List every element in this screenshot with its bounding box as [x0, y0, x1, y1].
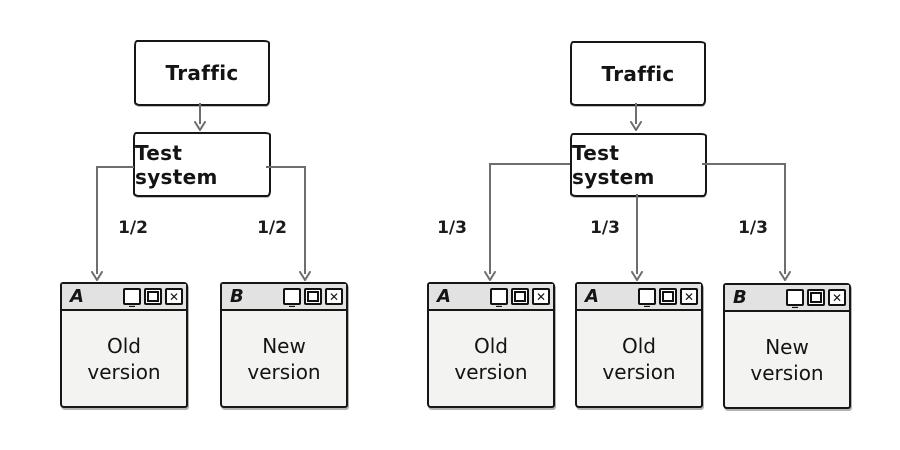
close-icon: ✕	[168, 289, 180, 304]
maximize-button	[511, 288, 529, 305]
app-window-old-version: A _ ✕ Old version	[427, 282, 555, 408]
window-body: Old version	[62, 311, 186, 406]
maximize-button	[304, 288, 322, 305]
test-system-box: Test system	[570, 133, 707, 197]
connector-line	[96, 166, 134, 168]
close-button: ✕	[828, 289, 846, 306]
window-title-letter: A	[70, 285, 84, 307]
connector-line	[636, 194, 638, 274]
minimize-button: _	[490, 288, 508, 306]
arrow-down-icon	[194, 121, 206, 131]
traffic-box: Traffic	[570, 41, 706, 106]
close-icon: ✕	[328, 289, 340, 304]
test-system-label: Test system	[135, 140, 218, 189]
close-button: ✕	[680, 288, 698, 305]
arrow-down-icon	[630, 121, 642, 131]
fraction-label: 1/2	[118, 218, 148, 238]
traffic-label: Traffic	[601, 61, 675, 86]
maximize-icon	[810, 292, 822, 303]
app-window-new-version: B _ ✕ New version	[723, 283, 851, 409]
test-system-label: Test system	[572, 141, 655, 189]
traffic-box: Traffic	[134, 40, 270, 106]
app-window-new-version: B _ ✕ New version	[220, 282, 348, 408]
fraction-label: 1/2	[257, 218, 287, 238]
window-controls: _ ✕	[490, 288, 550, 306]
connector-line	[489, 163, 491, 274]
arrow-down-icon	[91, 271, 103, 281]
test-system-box: Test system	[133, 132, 271, 197]
maximize-button	[144, 288, 162, 305]
fraction-label: 1/3	[590, 218, 620, 238]
window-titlebar: A _ ✕	[429, 284, 553, 311]
window-controls: _ ✕	[123, 288, 183, 306]
connector-line	[635, 103, 637, 124]
connector-line	[784, 163, 786, 274]
maximize-icon	[662, 291, 674, 302]
minimize-button: _	[638, 288, 656, 306]
maximize-icon	[147, 291, 159, 302]
maximize-button	[659, 288, 677, 305]
window-titlebar: B _ ✕	[725, 285, 849, 312]
arrow-down-icon	[484, 271, 496, 281]
window-titlebar: A _ ✕	[577, 284, 701, 311]
window-controls: _ ✕	[638, 288, 698, 306]
close-icon: ✕	[831, 290, 843, 305]
window-body: Old version	[429, 311, 553, 406]
fraction-label: 1/3	[738, 218, 768, 238]
version-label: New version	[750, 334, 824, 385]
window-controls: _ ✕	[283, 288, 343, 306]
app-window-old-version: A _ ✕ Old version	[60, 282, 188, 408]
close-icon: ✕	[683, 289, 695, 304]
arrow-down-icon	[299, 271, 311, 281]
connector-line	[96, 166, 98, 274]
app-window-old-version: A _ ✕ Old version	[575, 282, 703, 408]
minimize-button: _	[283, 288, 301, 306]
window-controls: _ ✕	[786, 289, 846, 307]
window-body: New version	[725, 312, 849, 407]
minimize-button: _	[786, 289, 804, 307]
version-label: New version	[247, 333, 321, 384]
window-titlebar: B _ ✕	[222, 284, 346, 311]
window-title-letter: A	[585, 285, 599, 307]
connector-line	[266, 166, 306, 168]
traffic-label: Traffic	[165, 61, 239, 85]
window-title-letter: A	[437, 285, 451, 307]
connector-line	[489, 163, 570, 165]
arrow-down-icon	[631, 271, 643, 281]
fraction-label: 1/3	[437, 218, 467, 238]
window-body: Old version	[577, 311, 701, 406]
maximize-button	[807, 289, 825, 306]
close-button: ✕	[532, 288, 550, 305]
version-label: Old version	[454, 333, 528, 384]
close-button: ✕	[325, 288, 343, 305]
arrow-down-icon	[779, 271, 791, 281]
minimize-button: _	[123, 288, 141, 306]
connector-line	[304, 166, 306, 274]
window-titlebar: A _ ✕	[62, 284, 186, 311]
connector-line	[702, 163, 786, 165]
close-icon: ✕	[535, 289, 547, 304]
window-body: New version	[222, 311, 346, 406]
version-label: Old version	[602, 333, 676, 384]
window-title-letter: B	[733, 286, 747, 308]
version-label: Old version	[87, 333, 161, 384]
maximize-icon	[514, 291, 526, 302]
connector-line	[199, 103, 201, 124]
maximize-icon	[307, 291, 319, 302]
window-title-letter: B	[230, 285, 244, 307]
close-button: ✕	[165, 288, 183, 305]
